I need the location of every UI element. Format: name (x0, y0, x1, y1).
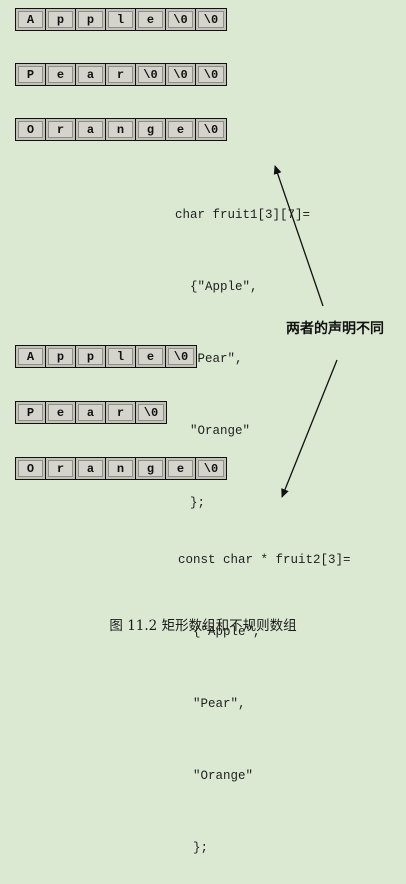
char-cell: O (16, 119, 46, 140)
char-cell: r (106, 64, 136, 85)
char-cell: a (76, 458, 106, 479)
char-cell: e (46, 64, 76, 85)
rect-row-orange: O r a n g e \0 (15, 118, 227, 141)
code-line: {"Apple", (175, 280, 258, 294)
char-cell: \0 (166, 9, 196, 30)
code-line: {"Apple", (178, 625, 261, 639)
char-cell: p (46, 9, 76, 30)
char-cell: e (136, 346, 166, 367)
figure-caption: 图 11.2 矩形数组和不规则数组 (109, 618, 297, 634)
char-cell: P (16, 64, 46, 85)
char-cell: e (136, 9, 166, 30)
ragged-row-orange: O r a n g e \0 (15, 457, 227, 480)
char-cell: O (16, 458, 46, 479)
char-cell: n (106, 119, 136, 140)
code-line: }; (175, 496, 206, 510)
code-block-fruit2: const char * fruit2[3]= {"Apple", "Pear"… (178, 500, 351, 884)
char-cell: \0 (136, 402, 166, 423)
code-line: char fruit1[3][7]= (175, 208, 311, 222)
char-cell: p (76, 346, 106, 367)
char-cell: p (76, 9, 106, 30)
char-cell: \0 (196, 64, 226, 85)
char-cell: A (16, 346, 46, 367)
char-cell: P (16, 402, 46, 423)
char-cell: l (106, 346, 136, 367)
code-line: "Pear", (175, 352, 243, 366)
ragged-row-pear: P e a r \0 (15, 401, 167, 424)
char-cell: a (76, 119, 106, 140)
code-line: const char * fruit2[3]= (178, 553, 351, 567)
char-cell: a (76, 64, 106, 85)
char-cell: l (106, 9, 136, 30)
char-cell: A (16, 9, 46, 30)
char-cell: p (46, 346, 76, 367)
char-cell: e (46, 402, 76, 423)
char-cell: \0 (136, 64, 166, 85)
char-cell: r (46, 458, 76, 479)
rect-row-pear: P e a r \0 \0 \0 (15, 63, 227, 86)
char-cell: e (166, 458, 196, 479)
char-cell: r (46, 119, 76, 140)
code-line: "Pear", (178, 697, 246, 711)
char-cell: \0 (196, 119, 226, 140)
char-cell: r (106, 402, 136, 423)
char-cell: \0 (166, 64, 196, 85)
char-cell: n (106, 458, 136, 479)
char-cell: \0 (166, 346, 196, 367)
char-cell: \0 (196, 9, 226, 30)
char-cell: g (136, 458, 166, 479)
code-line: }; (178, 841, 209, 855)
rect-row-apple: A p p l e \0 \0 (15, 8, 227, 31)
char-cell: a (76, 402, 106, 423)
char-cell: \0 (196, 458, 226, 479)
char-cell: e (166, 119, 196, 140)
code-line: "Orange" (178, 769, 254, 783)
char-cell: g (136, 119, 166, 140)
ragged-row-apple: A p p l e \0 (15, 345, 197, 368)
difference-label: 两者的声明不同 (286, 321, 384, 337)
code-line: "Orange" (175, 424, 251, 438)
